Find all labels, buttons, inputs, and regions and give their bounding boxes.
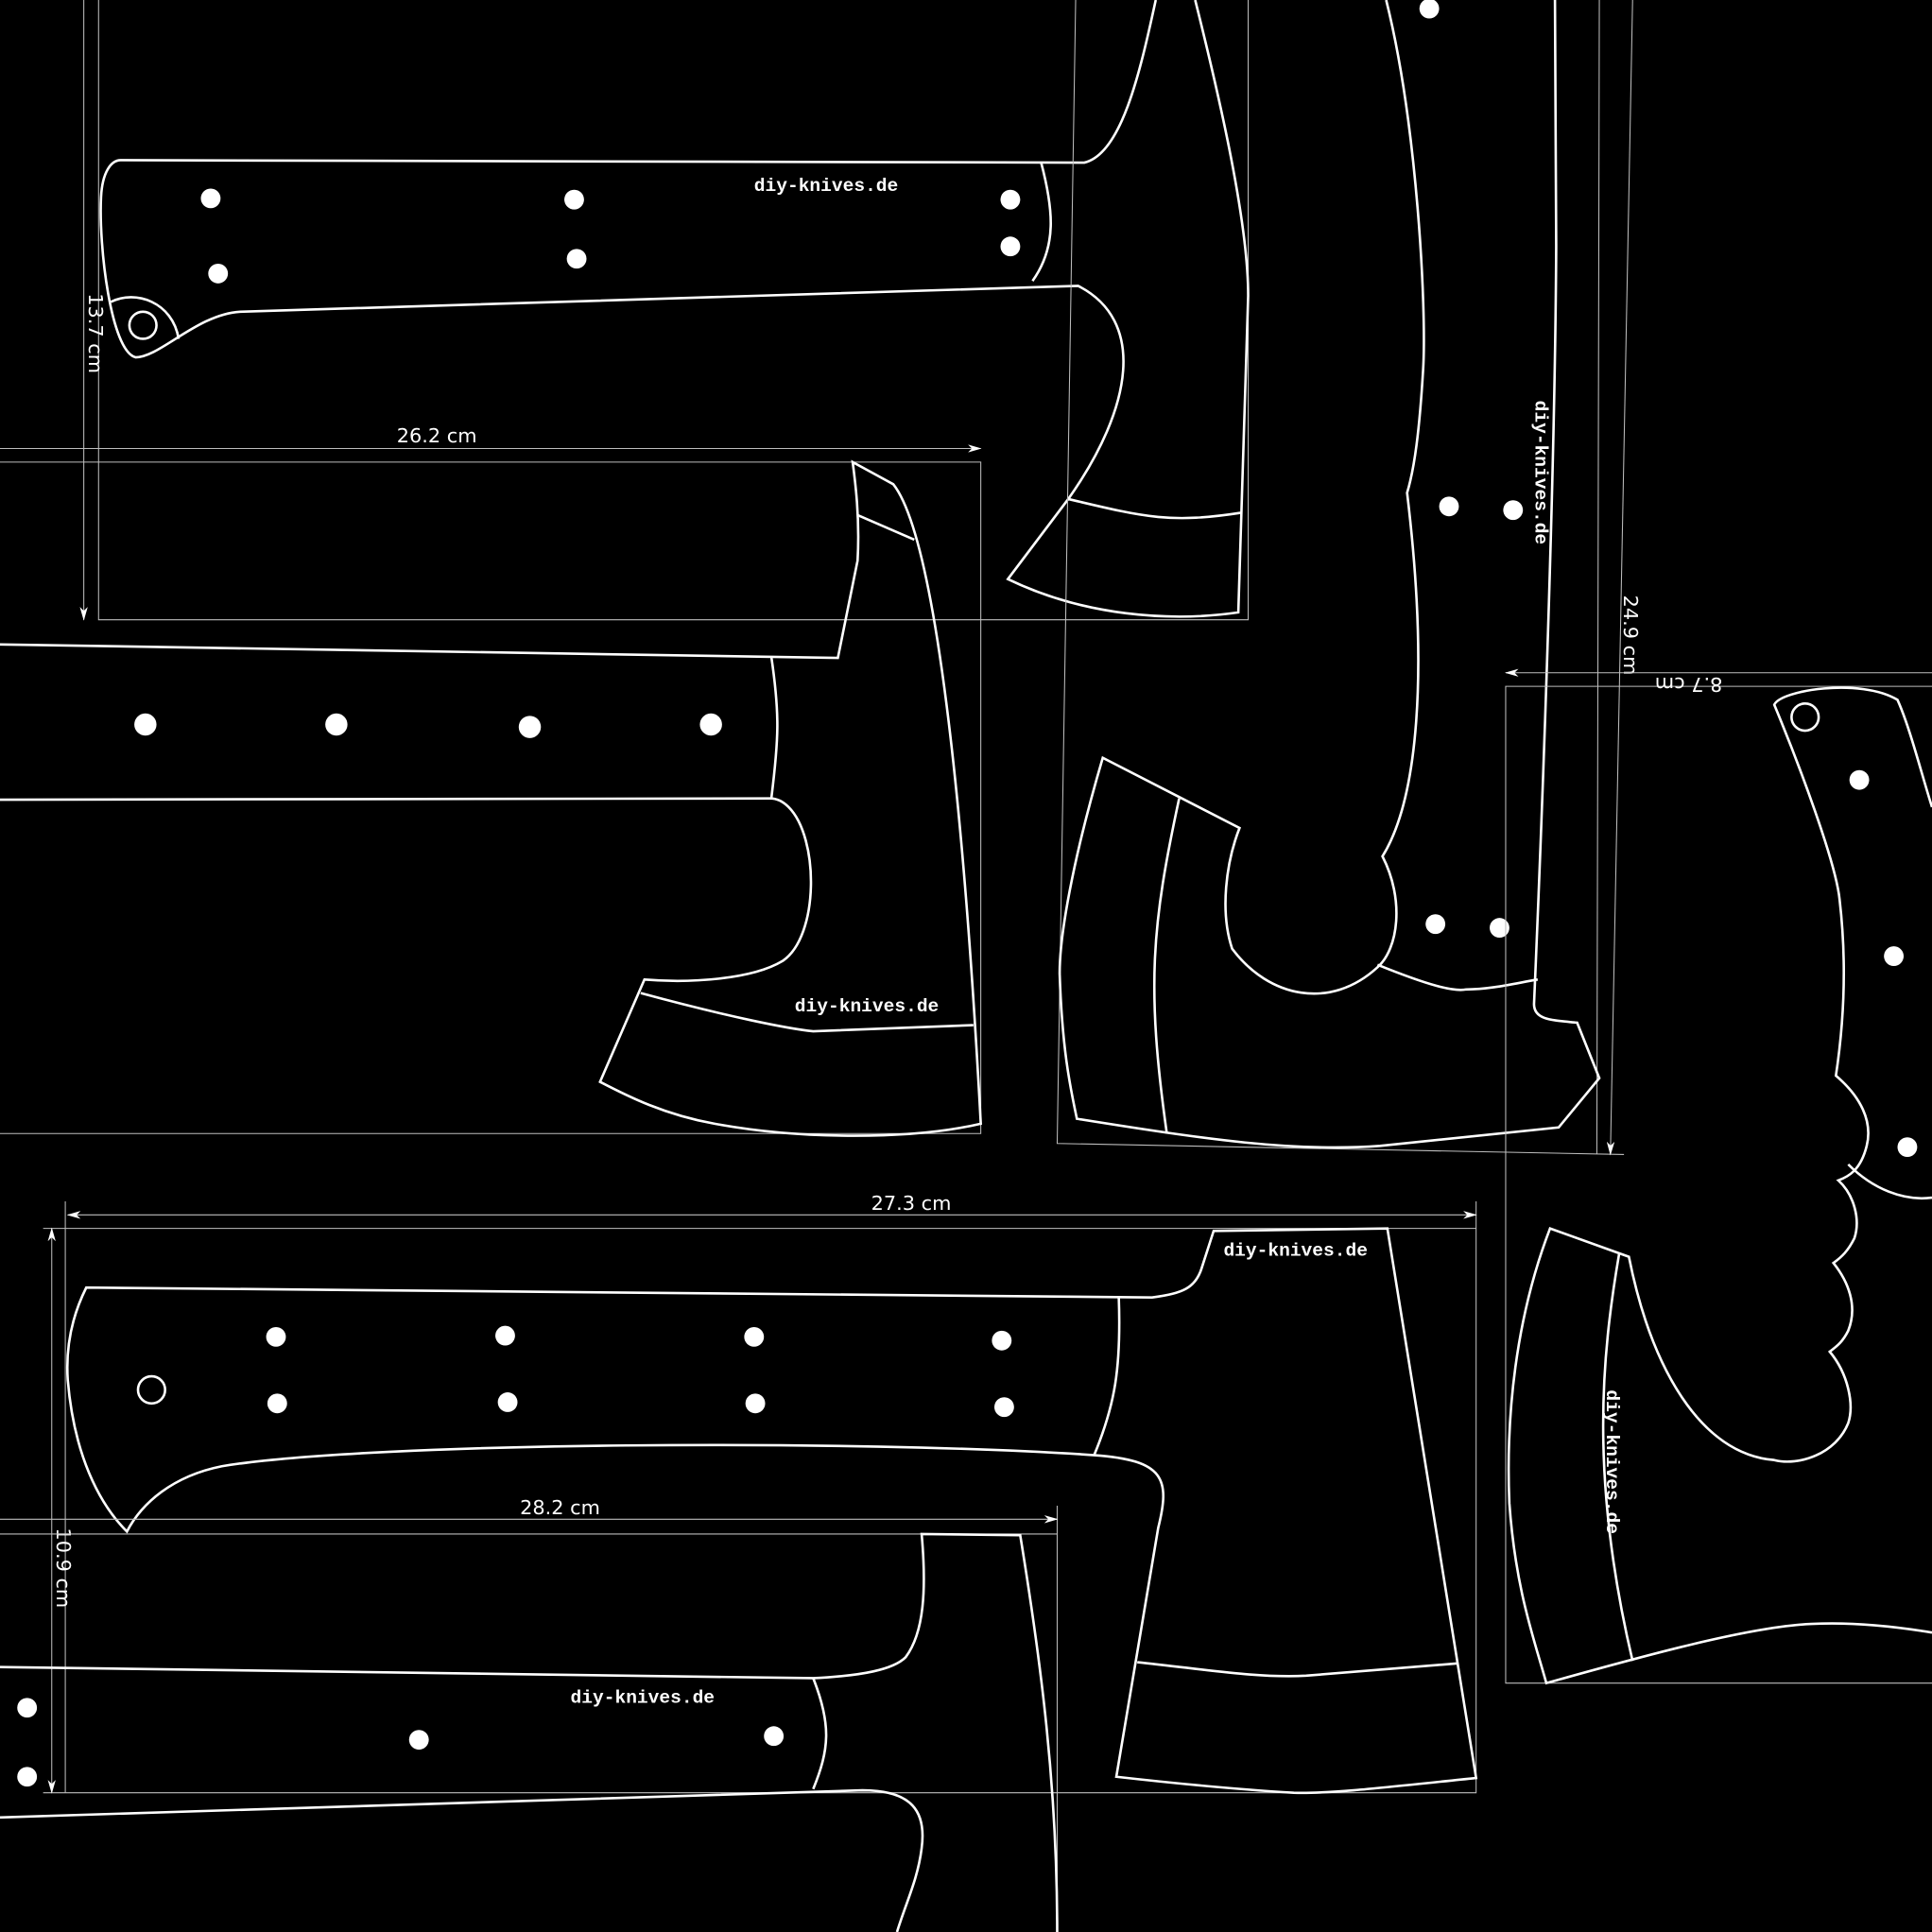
knife-template-1: diy-knives.de 13.7 cm	[79, 0, 1250, 621]
dimension-label: 13.7 cm	[84, 293, 107, 373]
pin-hole	[208, 263, 229, 284]
bolster-line	[1031, 162, 1052, 282]
dimension-label: 10.9 cm	[52, 1527, 75, 1608]
guide-box	[1056, 0, 1625, 1155]
pin-hole	[408, 1730, 429, 1751]
pin-hole	[745, 1393, 766, 1414]
dimension-label: 26.2 cm	[397, 424, 477, 447]
lanyard-hole	[128, 310, 158, 340]
axe-template-4: diy-knives.de 8.7 cm	[1504, 668, 1932, 1685]
blade-line	[1152, 798, 1181, 1134]
pin-hole	[764, 1726, 785, 1747]
pin-hole	[992, 1330, 1012, 1351]
pin-hole	[1425, 914, 1446, 935]
pin-hole	[1897, 1137, 1918, 1158]
pin-hole	[134, 713, 157, 736]
watermark: diy-knives.de	[1223, 1240, 1368, 1261]
pin-hole	[200, 188, 221, 209]
pin-hole	[1000, 189, 1021, 210]
pin-hole	[1884, 946, 1905, 966]
axe-outline	[1058, 0, 1601, 1149]
knife-outline	[0, 459, 983, 1137]
pin-hole	[699, 713, 722, 736]
pin-hole	[325, 713, 348, 736]
watermark: diy-knives.de	[1529, 401, 1550, 545]
knife-template-2: diy-knives.de 26.2 cm	[0, 424, 983, 1137]
pin-hole	[518, 716, 542, 738]
spine-line	[856, 513, 915, 542]
edge-line	[1376, 963, 1539, 992]
pin-hole	[495, 1325, 515, 1346]
pin-hole	[1419, 0, 1440, 19]
pin-hole	[267, 1393, 287, 1414]
bolster-line	[1093, 1297, 1121, 1457]
watermark: diy-knives.de	[754, 176, 899, 197]
watermark: diy-knives.de	[571, 1688, 716, 1709]
blade-line	[1601, 1253, 1634, 1662]
axe-template-3: diy-knives.de 24.9 cm	[1056, 0, 1642, 1156]
pin-hole	[1503, 500, 1524, 521]
knife-outline	[65, 1227, 1478, 1795]
pin-hole	[566, 249, 587, 269]
pin-hole	[497, 1392, 518, 1412]
pin-hole	[993, 1397, 1014, 1418]
dimension-arrow-height	[1606, 0, 1633, 1156]
edge-line	[1137, 1661, 1458, 1678]
bolster-line	[769, 656, 779, 799]
pin-hole	[744, 1326, 765, 1347]
dimension-label: 27.3 cm	[871, 1192, 952, 1215]
pin-hole	[1849, 769, 1870, 790]
dimension-label: 8.7 cm	[1655, 673, 1723, 696]
guide-box	[0, 1505, 1058, 1932]
lanyard-curve	[110, 296, 181, 339]
pin-hole	[1439, 496, 1459, 517]
watermark: diy-knives.de	[795, 996, 940, 1017]
pin-hole	[17, 1698, 38, 1718]
pin-hole	[1000, 236, 1021, 257]
guide-box	[1505, 685, 1932, 1684]
bolster-line	[812, 1677, 828, 1790]
edge-line	[1067, 497, 1243, 520]
dimension-label: 28.2 cm	[520, 1496, 600, 1519]
watermark: diy-knives.de	[1601, 1389, 1622, 1534]
pin-hole	[17, 1767, 38, 1787]
knife-outline	[0, 1532, 1059, 1932]
lanyard-hole	[1790, 702, 1820, 733]
axe-outline	[1507, 686, 1932, 1685]
pin-hole	[266, 1326, 286, 1347]
dimension-label: 24.9 cm	[1619, 595, 1642, 676]
knife-template-5: diy-knives.de 27.3 cm 10.9 cm	[43, 1192, 1478, 1795]
pin-hole	[1490, 918, 1509, 939]
guide-box	[0, 461, 982, 1134]
lanyard-hole	[136, 1374, 166, 1406]
edge-line	[640, 992, 974, 1033]
finger-guard-line	[1847, 1163, 1932, 1200]
knife-outline	[99, 0, 1250, 618]
pin-hole	[564, 189, 584, 210]
knife-template-6: diy-knives.de 28.2 cm	[0, 1496, 1059, 1932]
